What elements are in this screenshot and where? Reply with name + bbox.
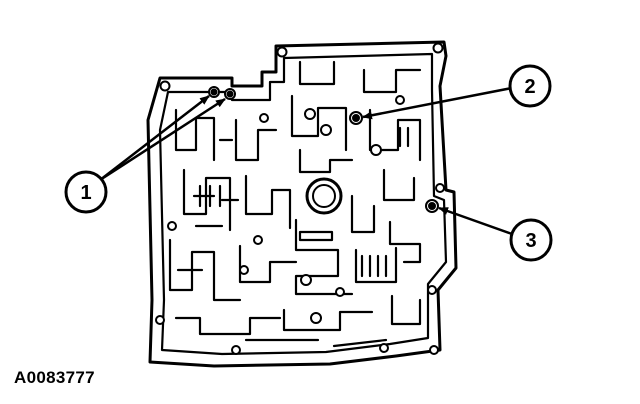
leader-line-1a bbox=[99, 95, 210, 181]
fluid-passages bbox=[158, 52, 448, 356]
callout-target-2 bbox=[349, 111, 363, 125]
leader-line-1b bbox=[99, 97, 226, 182]
leader-line-2 bbox=[362, 86, 513, 120]
valve-body-plate bbox=[146, 40, 458, 368]
callout-target-1 bbox=[208, 86, 236, 100]
central-bore bbox=[305, 177, 343, 215]
callout-target-3 bbox=[425, 199, 439, 213]
bolt-holes bbox=[155, 42, 445, 355]
callout-number-1: 1 bbox=[80, 182, 91, 204]
callout-3: 3 bbox=[509, 218, 553, 262]
callout-1: 1 bbox=[64, 170, 108, 214]
callout-circle-2 bbox=[508, 64, 552, 108]
callout-number-3: 3 bbox=[525, 230, 536, 252]
figure-id: A0083777 bbox=[14, 368, 95, 387]
callout-circle-1 bbox=[64, 170, 108, 214]
callout-2: 2 bbox=[508, 64, 552, 108]
callout-circle-3 bbox=[509, 218, 553, 262]
callout-number-2: 2 bbox=[524, 76, 535, 98]
leader-lines bbox=[99, 86, 513, 236]
leader-line-3 bbox=[438, 206, 513, 236]
